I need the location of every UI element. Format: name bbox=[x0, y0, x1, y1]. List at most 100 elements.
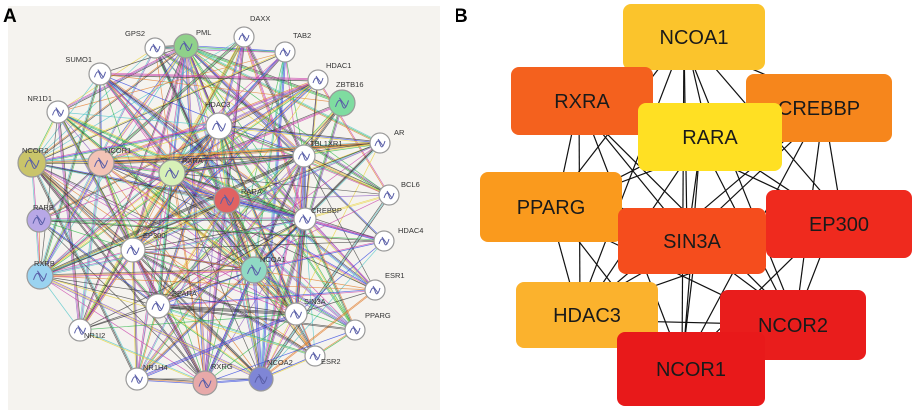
hub-label: PPARG bbox=[517, 197, 586, 219]
node-hdac3[interactable]: HDAC3 bbox=[205, 100, 233, 140]
edge-crebbp-nr1h4 bbox=[136, 218, 306, 380]
protein-structure-icon bbox=[254, 373, 268, 385]
hub-node-pparg[interactable]: PPARG bbox=[480, 172, 622, 242]
hub-node-ncor1[interactable]: NCOR1 bbox=[617, 332, 765, 406]
node-pml[interactable]: PML bbox=[173, 28, 211, 59]
node-ncor1[interactable]: NCOR1 bbox=[87, 146, 131, 177]
hub-node-ep300[interactable]: EP300 bbox=[766, 190, 912, 258]
edge-esr1-ncoa2 bbox=[261, 290, 376, 380]
edge-sumo1-rxrb bbox=[40, 74, 102, 277]
protein-structure-icon bbox=[335, 97, 349, 109]
node-label: NCOR2 bbox=[22, 146, 48, 155]
node-label: EP300 bbox=[143, 231, 166, 240]
edge-ar-crebbp bbox=[303, 141, 380, 219]
edge-bcl6-ncoa2 bbox=[260, 194, 390, 380]
edge-ar-rxra bbox=[172, 143, 381, 175]
edge-crebbp-rarb bbox=[38, 218, 306, 221]
hub-box bbox=[746, 74, 892, 142]
edge-rxrb-sin3a bbox=[39, 275, 297, 315]
edge-hdac3-ar bbox=[219, 124, 381, 143]
node-rxra[interactable]: RXRA bbox=[158, 156, 203, 187]
edge-nr1d1-ep300 bbox=[57, 112, 133, 251]
node-label: AR bbox=[394, 128, 405, 137]
node-nr1d1[interactable]: NR1D1 bbox=[27, 94, 70, 124]
edge-crebbp-ncoa2 bbox=[261, 219, 306, 380]
edge-ep300-ncoa1 bbox=[133, 249, 255, 270]
edge-ncor2-ep300 bbox=[31, 162, 134, 251]
edge-tbl1xr1-esr1 bbox=[303, 155, 376, 291]
edge-ncor2-ppara bbox=[31, 162, 159, 307]
node-label: SUMO1 bbox=[65, 55, 92, 64]
edge-ar-ncoa2 bbox=[260, 142, 381, 380]
hub-label: NCOA1 bbox=[660, 27, 729, 49]
edge-hdac1-rarb bbox=[39, 80, 319, 221]
edge-ppara-ncoa2 bbox=[158, 305, 262, 379]
edge-tab2-ncoa2 bbox=[261, 52, 287, 380]
edge-tbl1xr1-ncor1 bbox=[101, 156, 305, 165]
node-gps2[interactable]: GPS2 bbox=[125, 29, 166, 59]
edge-ep300-nr1h4 bbox=[133, 249, 139, 379]
node-rarb[interactable]: RARB bbox=[26, 203, 54, 233]
node-rxrg[interactable]: RXRG bbox=[192, 362, 233, 396]
node-sin3a[interactable]: SIN3A bbox=[284, 297, 326, 326]
node-bcl6[interactable]: BCL6 bbox=[378, 180, 420, 206]
edge-rxra-pparg bbox=[172, 171, 356, 330]
node-esr1[interactable]: ESR1 bbox=[364, 271, 405, 301]
node-ep300[interactable]: EP300 bbox=[120, 231, 166, 263]
hub-label: HDAC3 bbox=[553, 305, 621, 327]
edge-zbtb16-rxra bbox=[172, 103, 343, 175]
hub-node-sin3a[interactable]: SIN3A bbox=[618, 208, 766, 274]
edge-ar-crebbp bbox=[305, 143, 382, 221]
hub-node-hdac3[interactable]: HDAC3 bbox=[516, 282, 658, 348]
node-nr1h4[interactable]: NR1H4 bbox=[125, 363, 168, 391]
edge-sumo1-rxrg bbox=[99, 73, 206, 384]
node-hdac4[interactable]: HDAC4 bbox=[373, 226, 423, 252]
edge-ep300-nr1h4 bbox=[131, 250, 137, 380]
node-esr2[interactable]: ESR2 bbox=[304, 345, 341, 367]
node-ar[interactable]: AR bbox=[369, 128, 405, 154]
node-ncor2[interactable]: NCOR2 bbox=[17, 146, 48, 178]
edge-hdac3-esr1 bbox=[218, 125, 376, 291]
node-crebbp[interactable]: CREBBP bbox=[293, 206, 342, 231]
node-hdac1[interactable]: HDAC1 bbox=[307, 61, 351, 91]
edge-ncor2-ppara bbox=[32, 162, 160, 306]
edge-rara-ep300 bbox=[132, 199, 228, 251]
hub-label: SIN3A bbox=[663, 231, 721, 253]
node-ncoa2[interactable]: NCOA2 bbox=[248, 358, 293, 392]
edge-sumo1-tbl1xr1 bbox=[99, 73, 305, 157]
edge-bcl6-rara bbox=[226, 194, 390, 201]
edge-rxrb-ncoa2 bbox=[39, 276, 261, 381]
node-rara[interactable]: RARA bbox=[213, 186, 262, 214]
node-pparg[interactable]: PPARG bbox=[344, 311, 391, 341]
edge-ncoa1-ncoa2 bbox=[254, 269, 263, 379]
node-label: TAB2 bbox=[293, 31, 311, 40]
edge-ncoa1-ncoa2 bbox=[252, 270, 261, 380]
protein-structure-icon bbox=[198, 377, 212, 389]
edge-ar-ep300 bbox=[133, 143, 381, 251]
edge-hdac1-hdac3 bbox=[218, 79, 318, 126]
node-rxrb[interactable]: RXRB bbox=[26, 259, 55, 290]
hub-node-ncoa1[interactable]: NCOA1 bbox=[623, 4, 765, 70]
hub-node-rxra[interactable]: RXRA bbox=[511, 67, 653, 135]
node-tab2[interactable]: TAB2 bbox=[274, 31, 311, 63]
node-label: ESR2 bbox=[321, 357, 341, 366]
hub-node-rara[interactable]: RARA bbox=[638, 103, 782, 171]
edge-sumo1-hdac1 bbox=[99, 73, 319, 81]
edge-rxra-sin3a bbox=[171, 172, 297, 315]
node-ppara[interactable]: PPARA bbox=[145, 289, 197, 319]
node-daxx[interactable]: DAXX bbox=[233, 14, 270, 48]
edge-tbl1xr1-bcl6 bbox=[304, 154, 390, 195]
edge-daxx-nr1i2 bbox=[80, 37, 246, 331]
node-ncoa1[interactable]: NCOA1 bbox=[240, 255, 286, 284]
node-sumo1[interactable]: SUMO1 bbox=[65, 55, 112, 86]
edge-ar-ncor1 bbox=[100, 142, 381, 164]
protein-structure-icon bbox=[33, 270, 47, 282]
edge-ncor2-nr1h4 bbox=[31, 162, 138, 380]
hub-node-crebbp[interactable]: CREBBP bbox=[746, 74, 892, 142]
node-nr1i2[interactable]: NR1I2 bbox=[68, 318, 105, 342]
node-zbtb16[interactable]: ZBTB16 bbox=[328, 80, 364, 117]
node-tbl1xr1[interactable]: TBL1XR1 bbox=[292, 139, 343, 168]
edge-rarb-rxrg bbox=[38, 219, 206, 384]
edge-ncor1-nr1i2 bbox=[79, 162, 102, 331]
edge-rara-rxrb bbox=[39, 198, 227, 276]
